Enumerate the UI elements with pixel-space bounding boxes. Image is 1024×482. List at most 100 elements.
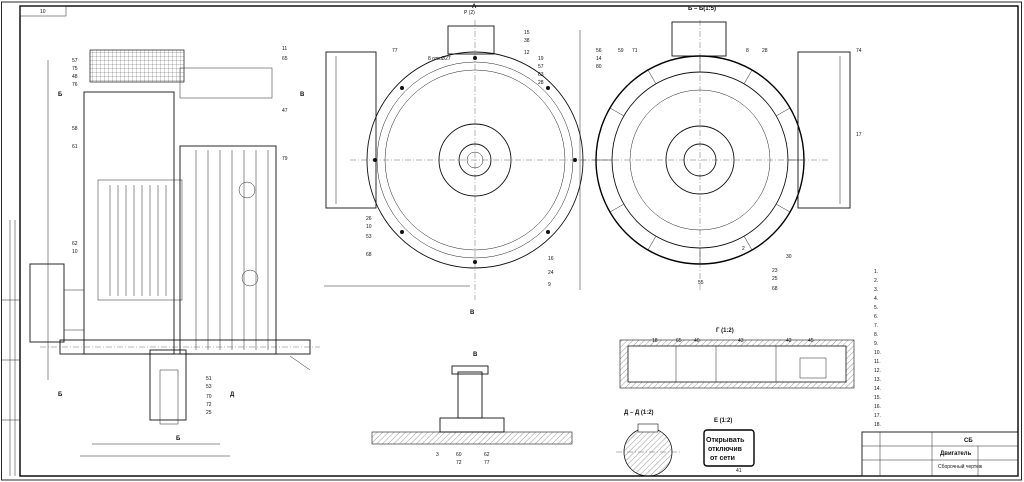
detail-g-mark-42: 42	[786, 338, 792, 344]
mark-58: 58	[72, 126, 78, 132]
svg-text:7.: 7.	[874, 323, 878, 329]
rear-mark-71: 71	[632, 48, 638, 54]
mark-61: 61	[72, 144, 78, 150]
detail-v-mark-60: 60	[456, 452, 462, 458]
svg-text:4.: 4.	[874, 296, 878, 302]
section-letter-b1: Б	[58, 92, 63, 98]
plate-line-2: отключив	[708, 446, 743, 453]
svg-text:5.: 5.	[874, 305, 878, 311]
front-mark-57: 57	[538, 64, 544, 70]
detail-g-mark-43: 43	[738, 338, 744, 344]
numbered-list: 1. 2. 3. 4. 5. 6. 7. 8. 9. 10. 11. 12. 1…	[874, 269, 881, 428]
rear-mark-17: 17	[856, 132, 862, 138]
front-mark-53: 53	[366, 234, 372, 240]
stator-body	[83, 91, 175, 355]
detail-v: В 3 60 72 62 77	[371, 352, 573, 466]
section-letter-b3: Б	[176, 436, 181, 442]
svg-text:11.: 11.	[874, 359, 881, 365]
svg-text:16.: 16.	[874, 404, 881, 410]
front-mark-63: 63	[538, 72, 544, 78]
front-mark-15: 15	[524, 30, 530, 36]
detail-g-mark-65: 65	[676, 338, 682, 344]
svg-text:1.: 1.	[874, 269, 878, 275]
warning-plate	[703, 429, 755, 467]
title-block: СБ Двигатель Сборочный чертеж	[861, 431, 1019, 477]
svg-text:17.: 17.	[874, 413, 881, 419]
left-terminal-box	[29, 263, 65, 343]
title-subtitle: Сборочный чертеж	[938, 463, 983, 470]
mark-53: 53	[206, 384, 212, 390]
rear-mark-59: 59	[618, 48, 624, 54]
title-name: Двигатель	[940, 451, 972, 457]
svg-text:2.: 2.	[874, 278, 878, 284]
section-letter-b2: Б	[58, 392, 63, 398]
front-mark-10: 10	[366, 224, 372, 230]
front-top-label: А	[472, 4, 477, 10]
front-diameter-note: 8 отв.Ø27	[428, 56, 451, 62]
rear-view-title: Б – Б(1:5)	[688, 6, 716, 12]
detail-g: Г (1:2) 18 65 40 43 42 45	[619, 328, 855, 389]
mark-76: 76	[72, 82, 78, 88]
mark-47: 47	[282, 108, 288, 114]
front-mark-16: 16	[548, 256, 554, 262]
mark-25: 25	[206, 410, 212, 416]
detail-g-mark-18: 18	[652, 338, 658, 344]
front-view: 15 38 12 19 57 63 28 77 26 10 53 68 16 2…	[324, 4, 600, 316]
rear-mark-30: 30	[786, 254, 792, 260]
main-section-view: 57 75 48 76 58 61 62 10 11 65 47 79 51 5…	[29, 46, 320, 457]
mark-10: 10	[72, 249, 78, 255]
mark-62: 62	[72, 241, 78, 247]
top-left-tag: 10	[40, 9, 46, 15]
rear-side-box	[797, 51, 851, 209]
plate-mark: 41	[736, 468, 742, 474]
mark-79: 79	[282, 156, 288, 162]
svg-text:13.: 13.	[874, 377, 881, 383]
section-dd-title: Д – Д (1:2)	[624, 410, 654, 416]
front-mark-12: 12	[524, 50, 530, 56]
detail-v-mark-3: 3	[436, 452, 439, 458]
mark-51: 51	[206, 376, 212, 382]
detail-e: Е (1:2) Открывать отключив от сети 41	[703, 418, 755, 474]
front-mark-26: 26	[366, 216, 372, 222]
mark-70: 70	[206, 394, 212, 400]
section-letter-v: В	[300, 92, 305, 98]
rear-mark-56: 56	[596, 48, 602, 54]
terminal-box-hatched	[89, 49, 185, 83]
rear-mark-25: 25	[772, 276, 778, 282]
mark-75: 75	[72, 66, 78, 72]
rear-mark-80: 80	[596, 64, 602, 70]
detail-v-mark-72: 72	[456, 460, 462, 466]
inner-frame	[19, 5, 1019, 477]
rear-mark-8: 8	[746, 48, 749, 54]
front-side-box	[325, 51, 377, 209]
svg-text:18.: 18.	[874, 422, 881, 428]
rear-top-box	[671, 21, 727, 57]
svg-text:9.: 9.	[874, 341, 878, 347]
svg-text:14.: 14.	[874, 386, 881, 392]
front-bottom-label: В	[470, 310, 475, 316]
svg-text:12.: 12.	[874, 368, 881, 374]
rear-mark-28: 28	[762, 48, 768, 54]
rear-mark-74: 74	[856, 48, 862, 54]
front-mark-9: 9	[548, 282, 551, 288]
detail-g-title: Г (1:2)	[716, 328, 734, 334]
svg-text:3.: 3.	[874, 287, 878, 293]
section-dd: Д – Д (1:2)	[616, 410, 680, 477]
front-mark-77: 77	[392, 48, 398, 54]
title-code: СБ	[964, 438, 973, 444]
plate-line-1: Открывать	[706, 437, 745, 444]
detail-v-mark-62: 62	[484, 452, 490, 458]
front-mark-68: 68	[366, 252, 372, 258]
top-left-tag-box	[19, 5, 67, 17]
mark-57: 57	[72, 58, 78, 64]
detail-v-mark-77: 77	[484, 460, 490, 466]
front-mark-24: 24	[548, 270, 554, 276]
front-top-box	[447, 25, 495, 55]
front-top-dim: Р (2)	[464, 10, 475, 16]
mark-11: 11	[282, 46, 287, 52]
mark-65: 65	[282, 56, 288, 62]
rear-mark-55: 55	[698, 280, 704, 286]
svg-text:10.: 10.	[874, 350, 881, 356]
